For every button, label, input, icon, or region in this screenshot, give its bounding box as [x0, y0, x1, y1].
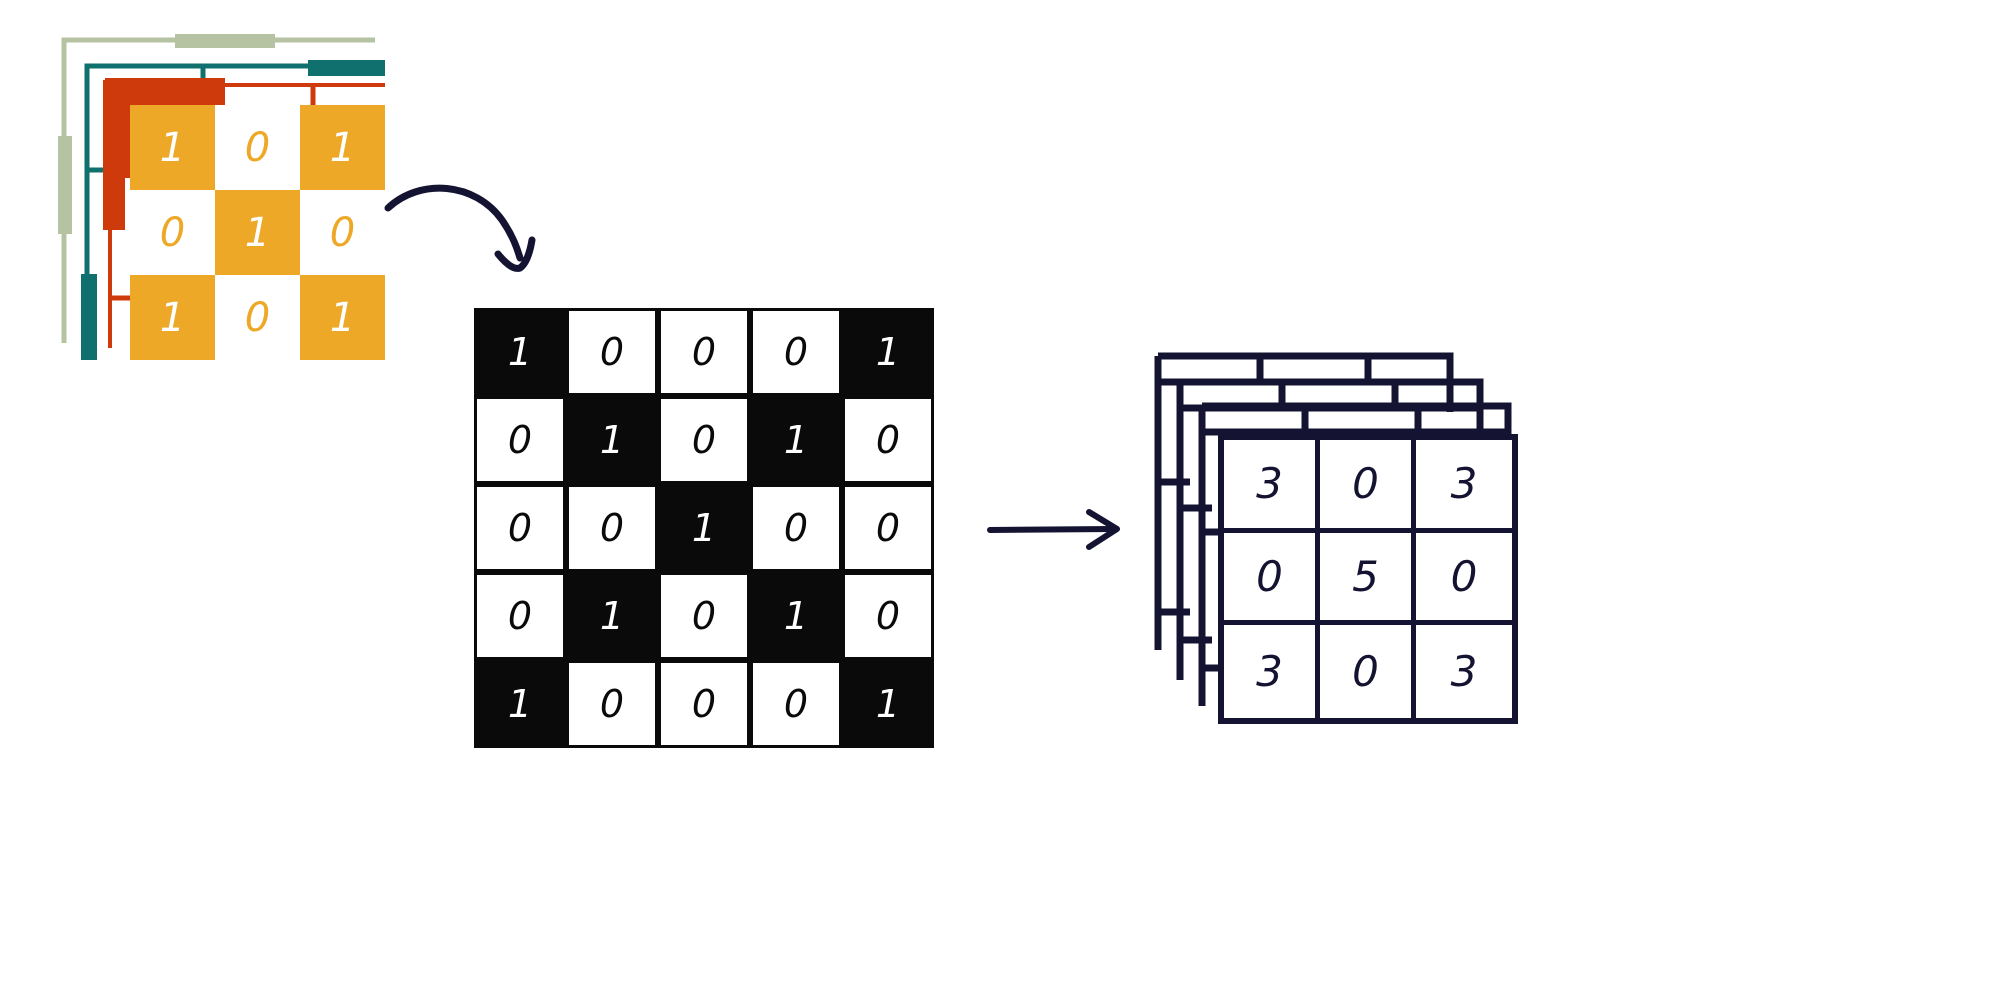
kernel-cell: 1 — [215, 190, 300, 275]
output-cell: 3 — [1224, 625, 1320, 718]
matrix-cell: 0 — [658, 396, 750, 484]
matrix-cell: 0 — [474, 484, 566, 572]
output-cell: 0 — [1224, 532, 1320, 626]
matrix-cell: 0 — [566, 308, 658, 396]
matrix-cell: 0 — [842, 572, 934, 660]
output-cell: 5 — [1320, 532, 1416, 626]
matrix-cell: 1 — [658, 484, 750, 572]
matrix-cell: 0 — [750, 484, 842, 572]
matrix-cell: 0 — [842, 484, 934, 572]
matrix-cell: 1 — [474, 660, 566, 748]
matrix-cell: 0 — [842, 396, 934, 484]
matrix-cell: 0 — [566, 660, 658, 748]
matrix-cell: 0 — [566, 484, 658, 572]
matrix-cell: 0 — [750, 660, 842, 748]
matrix-cell: 0 — [658, 308, 750, 396]
matrix-cell: 1 — [750, 396, 842, 484]
matrix-cell: 1 — [566, 572, 658, 660]
kernel-cell: 1 — [300, 105, 385, 190]
matrix-cell: 1 — [474, 308, 566, 396]
output-cell: 0 — [1320, 440, 1416, 533]
matrix-cell: 0 — [658, 660, 750, 748]
kernel-cell: 0 — [130, 190, 215, 275]
matrix-cell: 1 — [566, 396, 658, 484]
kernel-stack: 1 0 1 0 1 0 1 0 1 — [55, 30, 385, 360]
kernel-cell: 1 — [130, 105, 215, 190]
straight-arrow-input-to-output — [987, 509, 1120, 550]
output-cell: 3 — [1416, 440, 1512, 533]
matrix-cell: 0 — [474, 572, 566, 660]
input-matrix: 1 0 0 0 1 0 1 0 1 0 0 0 1 0 0 0 1 0 1 0 … — [474, 308, 934, 748]
kernel-cell: 1 — [300, 275, 385, 360]
kernel-frame-sage — [58, 34, 375, 343]
matrix-cell: 1 — [750, 572, 842, 660]
output-cell: 0 — [1320, 625, 1416, 718]
matrix-cell: 0 — [658, 572, 750, 660]
output-stack: 3 0 3 0 5 0 3 0 3 — [1150, 350, 1550, 740]
output-cell: 3 — [1224, 440, 1320, 533]
matrix-cell: 0 — [474, 396, 566, 484]
output-cell: 3 — [1416, 625, 1512, 718]
matrix-cell: 0 — [750, 308, 842, 396]
matrix-cell: 1 — [842, 660, 934, 748]
output-cell: 0 — [1416, 532, 1512, 626]
kernel-cell: 0 — [300, 190, 385, 275]
matrix-cell: 1 — [842, 308, 934, 396]
output-grid: 3 0 3 0 5 0 3 0 3 — [1218, 434, 1518, 724]
kernel-cell: 0 — [215, 105, 300, 190]
kernel-cell: 0 — [215, 275, 300, 360]
curved-arrow-kernel-to-input — [384, 184, 536, 272]
kernel-cell: 1 — [130, 275, 215, 360]
kernel-grid: 1 0 1 0 1 0 1 0 1 — [130, 105, 385, 360]
